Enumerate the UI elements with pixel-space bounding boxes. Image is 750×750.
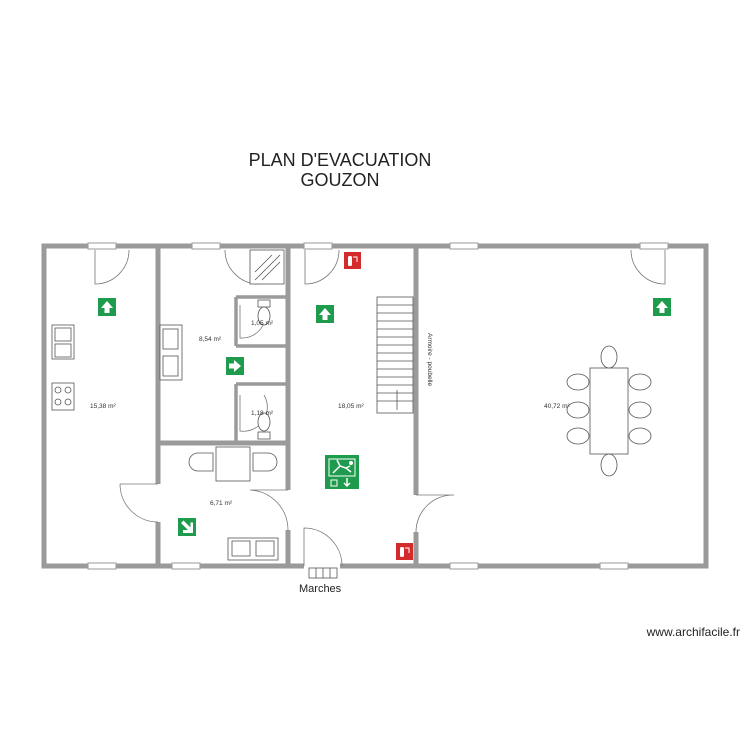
emergency-exit-running-man-icon <box>325 455 359 489</box>
exit-arrow-down-icon <box>178 518 196 536</box>
area-stair-hall: 18,05 m² <box>338 403 364 410</box>
steps-label: Marches <box>299 583 342 595</box>
armoire-label: Armoire - poubelle <box>426 333 433 386</box>
title-line-2: GOUZON <box>300 170 380 190</box>
window-openings <box>90 245 666 567</box>
exit-arrow-right-icon <box>226 357 244 375</box>
staircase <box>376 296 414 414</box>
shower-tray <box>249 249 285 285</box>
fire-extinguisher-icon <box>396 543 413 560</box>
area-middle-top-room: 8,54 m² <box>199 336 222 343</box>
fire-extinguisher-icon <box>344 252 361 269</box>
credit-link[interactable]: www.archifacile.fr <box>646 625 740 639</box>
stove <box>51 382 75 411</box>
area-left-room: 15,38 m² <box>90 403 116 410</box>
area-shower-wc: 1,05 m² <box>251 320 274 327</box>
exit-arrow-up-icon <box>316 305 334 323</box>
small-table <box>188 446 278 482</box>
sink-double <box>51 324 75 360</box>
exit-arrow-up-icon <box>653 298 671 316</box>
bottom-sink <box>227 537 279 561</box>
toilet-top <box>257 299 271 326</box>
title-line-1: PLAN D'EVACUATION <box>248 150 432 170</box>
area-middle-bottom-room: 6,71 m² <box>210 500 233 507</box>
toilet-bottom <box>257 412 271 440</box>
exit-arrow-up-icon <box>98 298 116 316</box>
area-wc: 1,18 m² <box>251 410 274 417</box>
area-large-room: 40,72 m² <box>544 403 570 410</box>
steps <box>308 567 338 579</box>
doors <box>94 249 666 567</box>
middle-sink <box>159 324 183 381</box>
door-gaps <box>155 484 419 569</box>
dining-table <box>566 345 652 477</box>
inner-partitions <box>234 295 288 443</box>
